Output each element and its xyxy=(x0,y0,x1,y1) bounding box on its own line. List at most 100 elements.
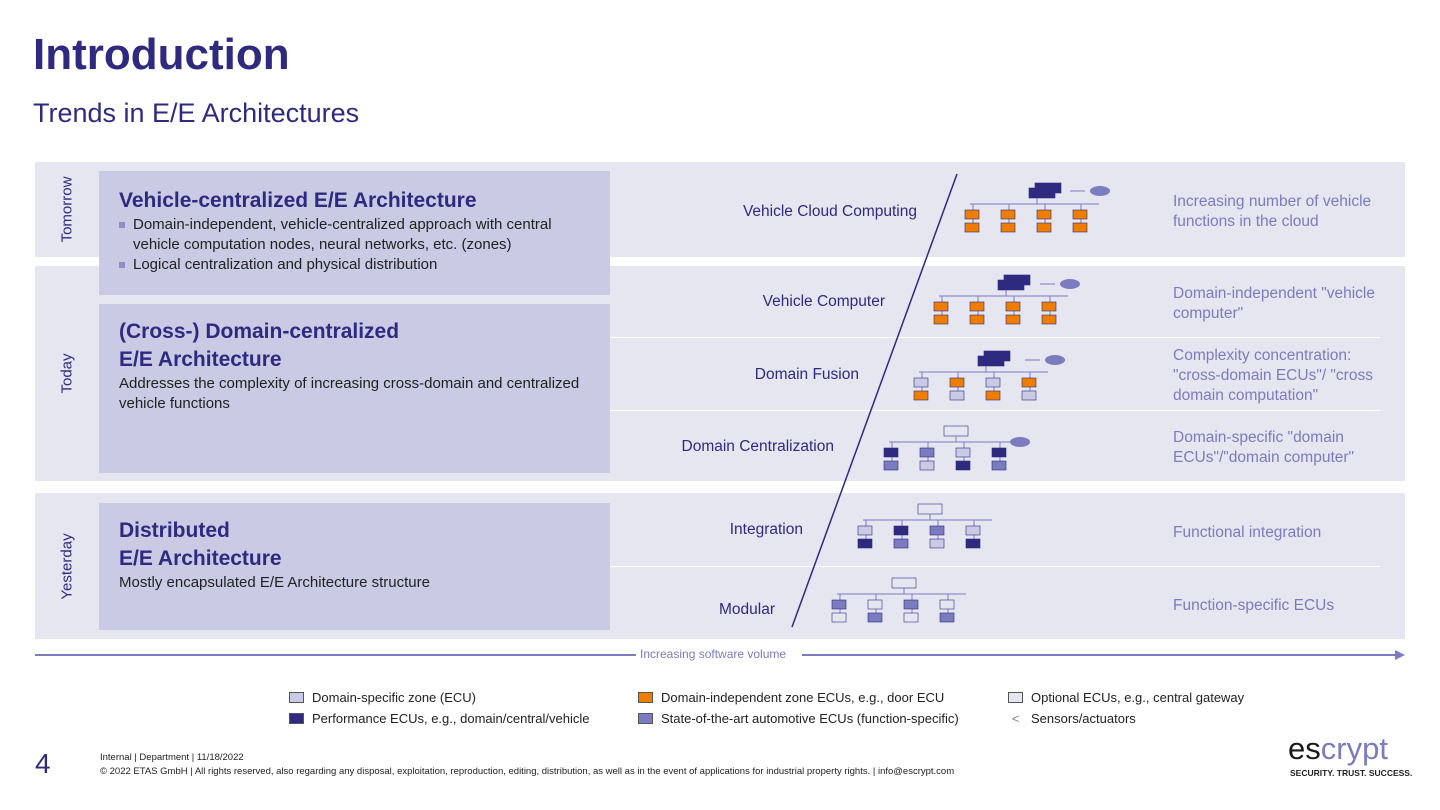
legend-label: State-of-the-art automotive ECUs (functi… xyxy=(661,711,959,726)
gateway-ecu-icon xyxy=(917,503,943,515)
ecu-icon xyxy=(1005,314,1021,325)
ecu-icon xyxy=(1036,222,1052,233)
row-divider xyxy=(610,410,1380,411)
box-vehicle-centralized: Vehicle-centralized E/E Architecture Dom… xyxy=(99,171,610,295)
ecu-icon xyxy=(903,599,919,610)
ecu-icon xyxy=(919,460,935,471)
row-divider xyxy=(610,337,1380,338)
box-text: Mostly encapsulated E/E Architecture str… xyxy=(119,574,430,591)
bullet: Logical centralization and physical dist… xyxy=(119,255,590,275)
ecu-icon xyxy=(1021,390,1037,401)
page-title: Introduction xyxy=(33,30,290,79)
ecu-icon xyxy=(965,525,981,536)
ecu-icon xyxy=(969,301,985,312)
footer-meta: Internal | Department | 11/18/2022 xyxy=(100,752,244,763)
ecu-icon xyxy=(1005,301,1021,312)
ecu-icon xyxy=(867,612,883,623)
legend-label: Performance ECUs, e.g., domain/central/v… xyxy=(312,711,590,726)
ecu-icon xyxy=(857,538,873,549)
ecu-icon xyxy=(991,460,1007,471)
cloud-icon xyxy=(1010,437,1030,447)
swatch-icon xyxy=(289,692,304,703)
logo-part: crypt xyxy=(1320,731,1388,766)
row-description: Domain-independent "vehicle computer" xyxy=(1173,285,1375,322)
legend-item: <Sensors/actuators xyxy=(1008,711,1136,726)
axis-arrow-icon xyxy=(1395,650,1405,660)
ecu-icon xyxy=(1041,314,1057,325)
escrypt-logo: escrypt xyxy=(1288,732,1388,766)
row-description: Function-specific ECUs xyxy=(1173,597,1335,614)
ecu-icon xyxy=(933,314,949,325)
cloud-icon xyxy=(1045,355,1065,365)
swatch-icon xyxy=(289,713,304,724)
performance-ecu-icon xyxy=(983,350,1011,362)
ecu-icon xyxy=(903,612,919,623)
ecu-icon xyxy=(913,390,929,401)
ecu-icon xyxy=(883,447,899,458)
box-title: (Cross-) Domain-centralized xyxy=(119,320,400,343)
performance-ecu-icon xyxy=(1003,274,1031,286)
row-label: Modular xyxy=(719,601,775,618)
ecu-icon xyxy=(1036,209,1052,220)
bullet: Domain-independent, vehicle-centralized … xyxy=(119,215,590,255)
ecu-icon xyxy=(919,447,935,458)
ecu-icon xyxy=(857,525,873,536)
ecu-icon xyxy=(939,599,955,610)
ecu-icon xyxy=(929,538,945,549)
box-text: Addresses the complexity of increasing c… xyxy=(119,375,580,412)
legend-label: Sensors/actuators xyxy=(1031,711,1136,726)
ecu-icon xyxy=(893,538,909,549)
ecu-icon xyxy=(955,447,971,458)
ecu-icon xyxy=(893,525,909,536)
performance-ecu-icon xyxy=(1034,182,1062,194)
cloud-icon xyxy=(1060,279,1080,289)
gateway-ecu-icon xyxy=(943,425,969,437)
ecu-icon xyxy=(933,301,949,312)
ecu-icon xyxy=(1072,209,1088,220)
legend-label: Domain-independent zone ECUs, e.g., door… xyxy=(661,690,945,705)
swatch-icon xyxy=(638,713,653,724)
ecu-icon xyxy=(939,612,955,623)
ecu-icon xyxy=(964,222,980,233)
row-description: Domain-specific "domain ECUs"/"domain co… xyxy=(1173,429,1355,466)
ecu-icon xyxy=(831,599,847,610)
box-title: Distributed xyxy=(119,519,230,542)
row-divider xyxy=(610,566,1380,567)
ecu-icon xyxy=(1072,222,1088,233)
ecu-icon xyxy=(964,209,980,220)
ecu-icon xyxy=(831,612,847,623)
box-title: E/E Architecture xyxy=(119,547,282,570)
page-number: 4 xyxy=(35,748,51,779)
footer-copyright: © 2022 ETAS GmbH | All rights reserved, … xyxy=(100,766,955,777)
ecu-icon xyxy=(883,460,899,471)
legend-item: Domain-specific zone (ECU) xyxy=(289,690,476,705)
legend-label: Domain-specific zone (ECU) xyxy=(312,690,476,705)
logo-tagline: SECURITY. TRUST. SUCCESS. xyxy=(1290,768,1413,778)
ecu-icon xyxy=(955,460,971,471)
legend-item: Domain-independent zone ECUs, e.g., door… xyxy=(638,690,944,705)
box-title: Vehicle-centralized E/E Architecture xyxy=(119,189,477,212)
ecu-icon xyxy=(949,390,965,401)
gateway-ecu-icon xyxy=(891,577,917,589)
box-distributed: Distributed E/E Architecture Mostly enca… xyxy=(99,503,610,630)
trend-line xyxy=(791,173,958,628)
ecu-icon xyxy=(1021,377,1037,388)
ecu-icon xyxy=(913,377,929,388)
legend-item: Optional ECUs, e.g., central gateway xyxy=(1008,690,1244,705)
page-subtitle: Trends in E/E Architectures xyxy=(33,98,360,128)
swatch-icon xyxy=(1008,692,1023,703)
ecu-icon xyxy=(985,390,1001,401)
ecu-icon xyxy=(1000,209,1016,220)
box-domain-centralized: (Cross-) Domain-centralized E/E Architec… xyxy=(99,304,610,473)
row-description: Complexity concentration: "cross-domain … xyxy=(1173,347,1373,404)
ecu-icon xyxy=(991,447,1007,458)
legend-item: Performance ECUs, e.g., domain/central/v… xyxy=(289,711,589,726)
box-title: E/E Architecture xyxy=(119,348,282,371)
cloud-icon xyxy=(1090,186,1110,196)
legend-item: State-of-the-art automotive ECUs (functi… xyxy=(638,711,959,726)
row-label: Vehicle Cloud Computing xyxy=(742,203,917,220)
row-label: Vehicle Computer xyxy=(762,293,885,310)
row-label: Integration xyxy=(729,521,803,538)
ecu-icon xyxy=(969,314,985,325)
axis-label: Increasing software volume xyxy=(640,647,787,661)
